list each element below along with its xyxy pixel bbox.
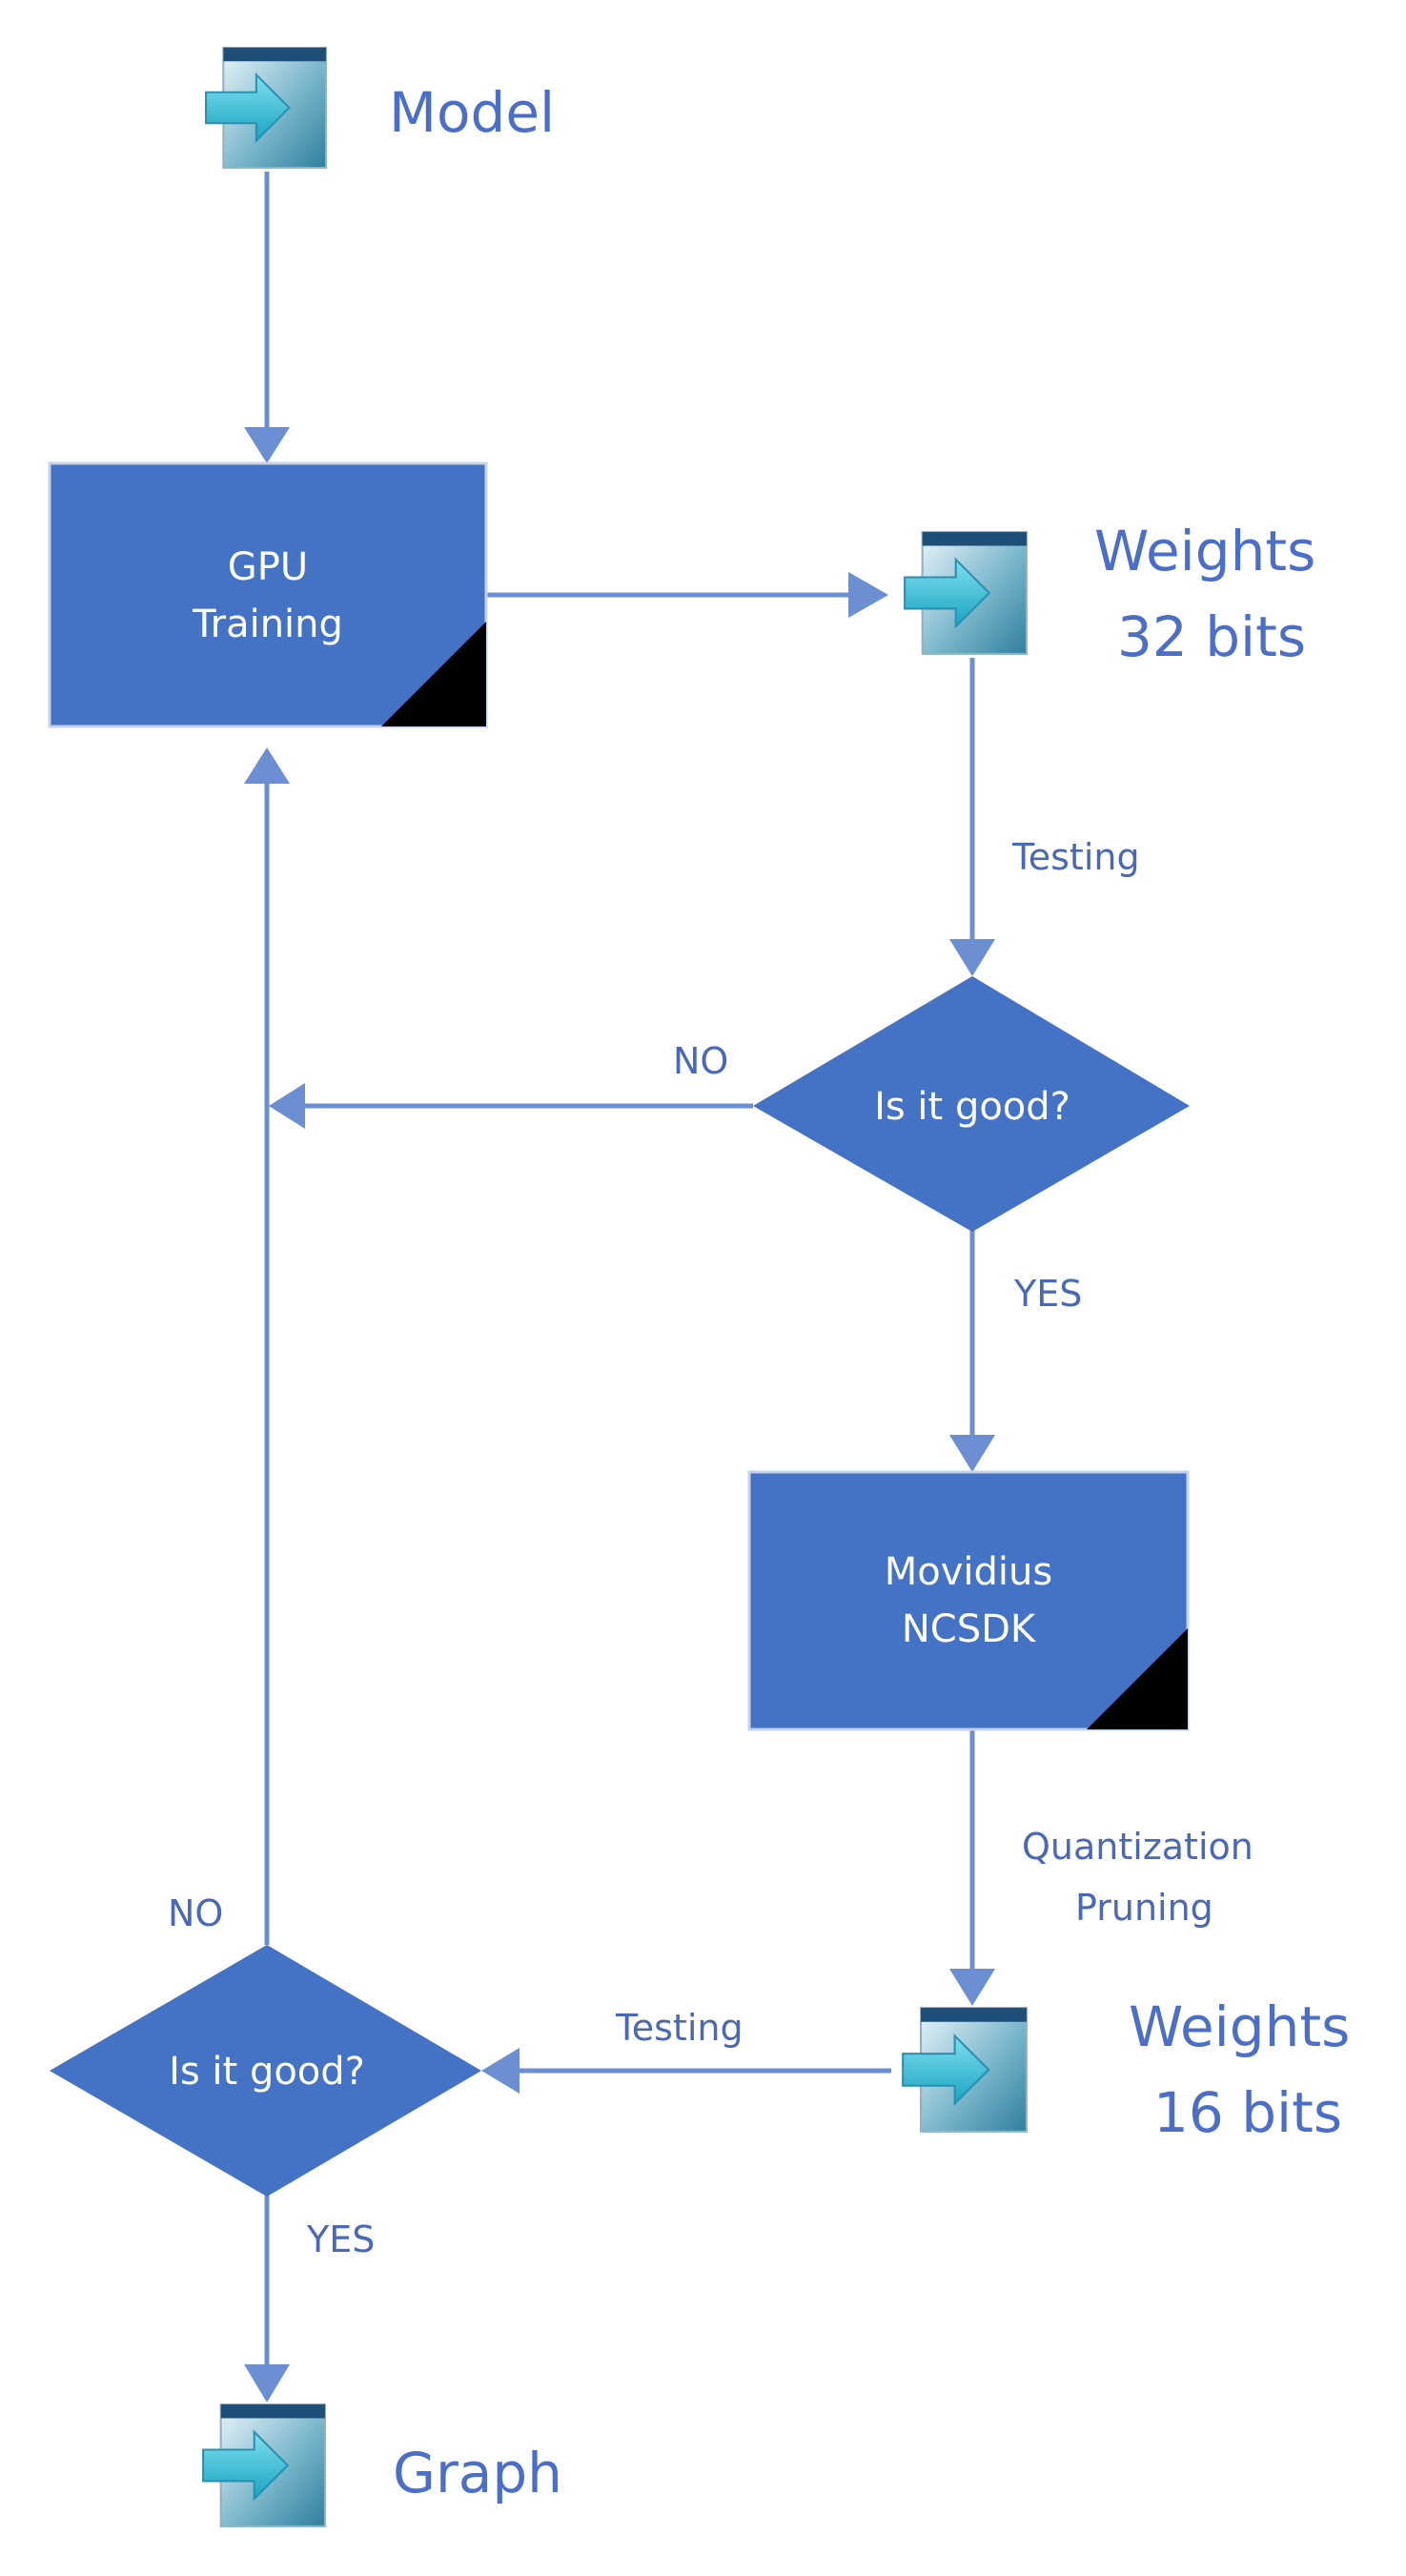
arrowhead-into-training xyxy=(244,427,290,463)
arrowhead-back-to-training xyxy=(244,747,290,784)
edge-label-no-1: NO xyxy=(673,1040,728,1082)
decision-diamond xyxy=(50,1945,481,2197)
node-decision-1: Is it good? xyxy=(753,976,1190,1232)
node-weights-32: Weights 32 bits xyxy=(903,519,1315,669)
graph-label: Graph xyxy=(393,2441,562,2505)
data-store-icon xyxy=(201,2402,327,2528)
edge-label-quantization: Quantization xyxy=(1022,1826,1253,1868)
process-box xyxy=(747,1470,1190,1731)
connectors xyxy=(264,172,975,2364)
decision2-label: Is it good? xyxy=(169,2050,365,2094)
model-label: Model xyxy=(389,80,555,145)
edge-label-testing-2: Testing xyxy=(615,2007,744,2049)
weights32-line1: Weights xyxy=(1094,519,1315,583)
arrowhead-into-weights16 xyxy=(949,1969,995,2006)
arrowhead-into-no-line xyxy=(269,1083,305,1129)
edge-label-no-2: NO xyxy=(168,1892,223,1934)
weights16-line2: 16 bits xyxy=(1153,2080,1342,2145)
data-store-icon xyxy=(204,46,328,170)
node-weights-16: Weights 16 bits xyxy=(901,1994,1350,2145)
edge-label-testing-1: Testing xyxy=(1011,836,1140,878)
decision1-label: Is it good? xyxy=(874,1085,1070,1129)
weights16-line1: Weights xyxy=(1129,1994,1350,2059)
movidius-line1: Movidius xyxy=(885,1550,1052,1594)
node-gpu-training: GPU Training xyxy=(48,461,488,728)
decision-diamond xyxy=(753,976,1190,1232)
arrowheads xyxy=(244,427,995,2402)
node-movidius: Movidius NCSDK xyxy=(747,1470,1190,1731)
corner-fold-marker xyxy=(381,622,486,726)
data-store-icon xyxy=(901,2006,1029,2134)
edge-label-yes-2: YES xyxy=(306,2218,375,2260)
gpu-training-line1: GPU xyxy=(228,545,308,589)
weights32-line2: 32 bits xyxy=(1117,604,1306,669)
arrowhead-into-movidius xyxy=(949,1435,995,1472)
node-model: Model xyxy=(204,46,555,170)
node-graph: Graph xyxy=(201,2402,562,2528)
data-store-icon xyxy=(903,530,1029,656)
gpu-training-line2: Training xyxy=(192,603,343,646)
arrowhead-into-graph xyxy=(244,2364,290,2402)
movidius-line2: NCSDK xyxy=(902,1607,1037,1651)
process-box xyxy=(48,461,488,728)
node-decision-2: Is it good? xyxy=(50,1945,481,2197)
arrowhead-into-decision1 xyxy=(949,939,995,976)
arrowhead-into-decision2 xyxy=(481,2048,520,2094)
corner-fold-marker xyxy=(1087,1628,1188,1729)
edge-label-pruning: Pruning xyxy=(1075,1887,1213,1929)
edge-label-yes-1: YES xyxy=(1013,1273,1082,1315)
arrowhead-into-weights32 xyxy=(848,572,888,618)
